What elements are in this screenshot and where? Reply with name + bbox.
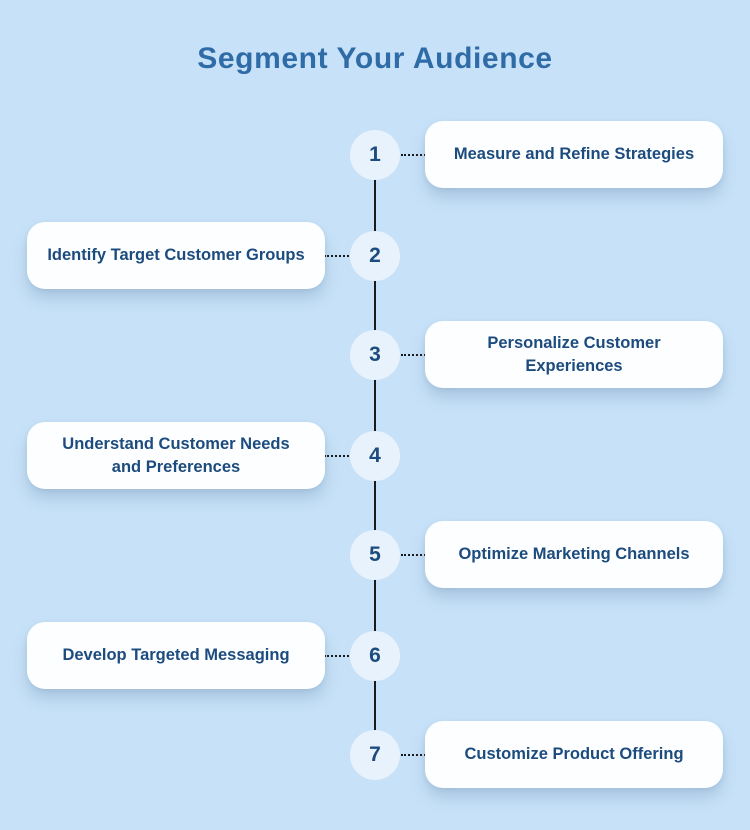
step-card: Personalize Customer Experiences	[425, 321, 723, 388]
dotted-connector	[401, 354, 426, 356]
step-number-badge: 7	[350, 730, 400, 780]
step-number-badge: 5	[350, 530, 400, 580]
timeline-step-2: 2 Identify Target Customer Groups	[0, 206, 750, 306]
timeline-step-7: 7 Customize Product Offering	[0, 705, 750, 805]
dotted-connector	[401, 554, 426, 556]
dotted-connector	[401, 154, 426, 156]
timeline-step-5: 5 Optimize Marketing Channels	[0, 505, 750, 605]
step-number-badge: 2	[350, 231, 400, 281]
dotted-connector	[324, 255, 349, 257]
dotted-connector	[324, 455, 349, 457]
step-number-badge: 6	[350, 631, 400, 681]
step-number-badge: 4	[350, 431, 400, 481]
step-card: Optimize Marketing Channels	[425, 521, 723, 588]
step-card: Customize Product Offering	[425, 721, 723, 788]
timeline-step-3: 3 Personalize Customer Experiences	[0, 305, 750, 405]
timeline-step-4: 4 Understand Customer Needs and Preferen…	[0, 406, 750, 506]
dotted-connector	[401, 754, 426, 756]
dotted-connector	[324, 655, 349, 657]
step-number-badge: 3	[350, 330, 400, 380]
page-title: Segment Your Audience	[197, 42, 553, 75]
step-card: Develop Targeted Messaging	[27, 622, 325, 689]
timeline-step-1: 1 Measure and Refine Strategies	[0, 105, 750, 205]
step-card: Identify Target Customer Groups	[27, 222, 325, 289]
step-card: Understand Customer Needs and Preference…	[27, 422, 325, 489]
step-card: Measure and Refine Strategies	[425, 121, 723, 188]
timeline-step-6: 6 Develop Targeted Messaging	[0, 606, 750, 706]
step-number-badge: 1	[350, 130, 400, 180]
